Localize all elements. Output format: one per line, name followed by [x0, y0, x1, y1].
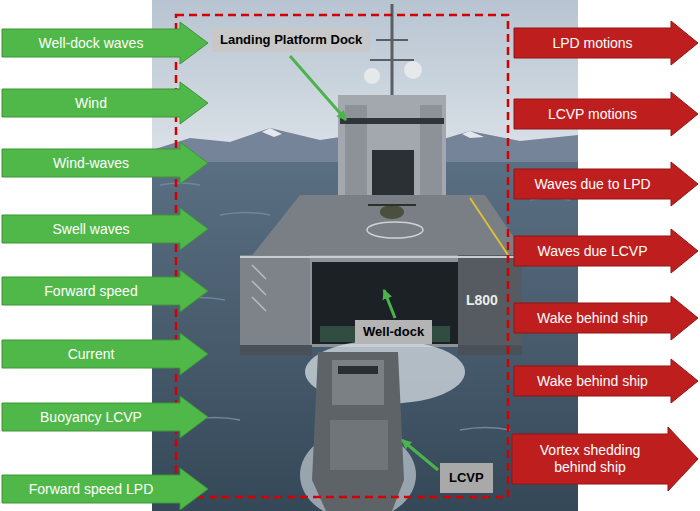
stern-side: [240, 255, 310, 347]
input-arrow: Current: [2, 333, 208, 375]
leader-arrow: [290, 56, 346, 120]
output-arrow: Wake behind ship: [514, 296, 698, 340]
output-arrow: LCVP motions: [514, 92, 698, 136]
arrow-label: Forward speed LPD: [29, 481, 154, 498]
callout-label: LCVP: [449, 470, 484, 486]
snow: [262, 128, 282, 137]
output-arrow: Wake behind ship: [514, 359, 698, 403]
arrow-label: Wake behind ship: [537, 310, 648, 327]
arrow-body: Wind: [2, 89, 180, 117]
well-dock-opening: [312, 262, 458, 344]
arrow-body: LCVP motions: [514, 99, 671, 129]
arrow-label: Buoyancy LCVP: [40, 409, 142, 426]
arrow-body: Wind-waves: [2, 149, 180, 177]
arrow-label: Wake behind ship: [537, 373, 648, 390]
arrow-body: Buoyancy LCVP: [2, 403, 180, 431]
mast-spar: [370, 59, 414, 61]
arrow-outline: [514, 21, 698, 65]
arrow-label: Well-dock waves: [39, 35, 144, 52]
arrow-outline: [2, 208, 208, 250]
arrow-outline: [512, 427, 698, 491]
lcvp-cabin: [332, 360, 384, 405]
hangar-door: [372, 150, 414, 200]
dashed-boundary: [176, 15, 508, 497]
arrow-label: LPD motions: [552, 35, 632, 52]
deck-marking: [367, 222, 423, 238]
arrow-body: Current: [2, 340, 180, 368]
input-arrow: Wind: [2, 82, 208, 124]
arrow-body: Waves due to LPD: [514, 169, 671, 199]
arrow-outline: [2, 396, 208, 438]
leader-arrow: [384, 290, 395, 318]
radome: [364, 68, 380, 84]
arrow-outline: [514, 229, 698, 273]
stairs: [252, 265, 266, 311]
output-arrow: Vortex shedding behind ship: [512, 427, 698, 491]
callout-box: Landing Platform Dock: [212, 28, 370, 52]
input-arrow: Swell waves: [2, 208, 208, 250]
mast: [391, 4, 394, 110]
arrow-body: Forward speed LPD: [2, 475, 180, 503]
flight-deck: [250, 195, 528, 258]
arrow-label: Vortex shedding behind ship: [519, 442, 661, 476]
arrow-body: Swell waves: [2, 215, 180, 243]
arrow-outline: [2, 333, 208, 375]
arrow-outline: [514, 162, 698, 206]
arrow-outline: [514, 296, 698, 340]
callout-label: Landing Platform Dock: [220, 32, 362, 48]
arrow-label: Current: [68, 346, 115, 363]
input-arrow: Well-dock waves: [2, 22, 208, 64]
arrow-body: Forward speed: [2, 277, 180, 305]
mast-spar: [376, 39, 408, 41]
arrow-outline: [2, 82, 208, 124]
output-arrow: Waves due to LPD: [514, 162, 698, 206]
callout-box: Well-dock: [355, 320, 432, 344]
arrow-body: Wake behind ship: [514, 366, 671, 396]
callout-box: LCVP: [440, 463, 493, 493]
snow: [462, 131, 484, 138]
arrow-label: Wind: [75, 95, 107, 112]
arrow-label: Swell waves: [52, 221, 129, 238]
hull-number: L800: [466, 292, 498, 308]
arrow-outline: [514, 359, 698, 403]
arrow-outline: [2, 22, 208, 64]
output-arrow: LPD motions: [514, 21, 698, 65]
deck-line: [470, 198, 508, 255]
arrow-outline: [2, 142, 208, 184]
arrow-label: LCVP motions: [548, 106, 637, 123]
arrow-label: Waves due to LPD: [534, 176, 650, 193]
arrow-body: Waves due LCVP: [514, 236, 671, 266]
arrow-body: Vortex shedding behind ship: [512, 434, 668, 484]
stern-side: [458, 255, 522, 347]
input-arrow: Wind-waves: [2, 142, 208, 184]
radome: [404, 61, 422, 79]
bridge-windows: [340, 118, 444, 124]
arrow-body: LPD motions: [514, 28, 671, 58]
arrow-label: Waves due LCVP: [538, 243, 648, 260]
leader-arrow: [402, 440, 438, 470]
callout-label: Well-dock: [363, 324, 424, 340]
lcvp-deck: [330, 420, 388, 470]
helicopter: [380, 205, 404, 219]
arrow-outline: [2, 270, 208, 312]
railing: [240, 256, 522, 258]
arrow-outline: [514, 92, 698, 136]
arrow-body: Well-dock waves: [2, 29, 180, 57]
input-arrow: Forward speed LPD: [2, 468, 208, 510]
helicopter-rotor: [368, 204, 416, 206]
arrow-label: Wind-waves: [53, 155, 129, 172]
arrow-outline: [2, 468, 208, 510]
arrow-label: Forward speed: [44, 283, 137, 300]
output-arrow: Waves due LCVP: [514, 229, 698, 273]
superstructure: [338, 95, 446, 205]
input-arrow: Buoyancy LCVP: [2, 396, 208, 438]
stern: [240, 255, 522, 347]
hull-leg: [458, 345, 522, 355]
arrow-body: Wake behind ship: [514, 303, 671, 333]
lcvp-hull: [312, 352, 404, 511]
lcvp-windows: [338, 366, 378, 374]
input-arrow: Forward speed: [2, 270, 208, 312]
hull-leg: [240, 345, 312, 355]
